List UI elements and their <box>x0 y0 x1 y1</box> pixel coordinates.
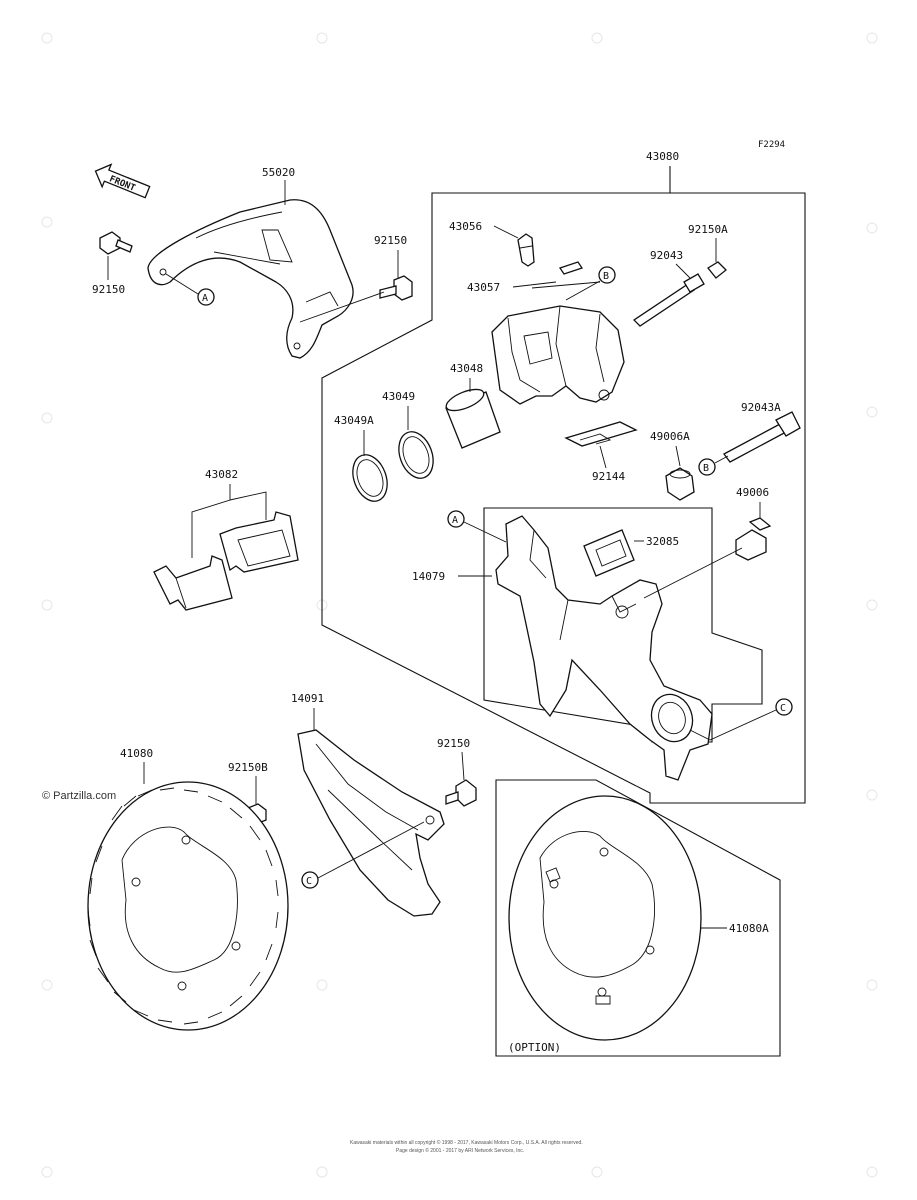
label-55020: 55020 <box>262 166 295 179</box>
callout-b-top: B <box>603 271 609 282</box>
brake-pad-rear <box>219 511 299 573</box>
disc-guard-14091 <box>297 729 445 917</box>
label-43080: 43080 <box>646 150 679 163</box>
spring-92144 <box>564 421 638 447</box>
label-92043: 92043 <box>650 249 683 262</box>
boot-49006 <box>735 517 772 561</box>
leader-callout-a-caliper <box>463 521 507 543</box>
brake-disc-41080 <box>87 781 289 1031</box>
label-43057: 43057 <box>467 281 500 294</box>
leader-43082-a <box>191 484 231 558</box>
leader-92043 <box>675 263 691 279</box>
leader-49006A <box>675 445 681 467</box>
pin-92043A <box>723 411 801 463</box>
label-92150-left: 92150 <box>92 283 125 296</box>
caliper-bracket-14079 <box>495 515 743 781</box>
copyright-line1: Kawasaki materials within all copyright … <box>350 1139 583 1146</box>
leader-43082-b <box>229 491 267 520</box>
label-43056: 43056 <box>449 220 482 233</box>
option-label: (OPTION) <box>508 1041 561 1054</box>
caliper-body <box>491 305 625 405</box>
brake-disc-41080A <box>508 795 702 1041</box>
label-41080: 41080 <box>120 747 153 760</box>
bolt-92150-left <box>99 231 133 255</box>
brake-pad-front <box>153 555 233 611</box>
cap-43057 <box>558 261 584 275</box>
callout-a-caliper: A <box>452 515 458 526</box>
leader-92150-lower <box>461 751 465 781</box>
label-92150-lower: 92150 <box>437 737 470 750</box>
callout-a-bracket: A <box>202 293 208 304</box>
copyright-line2: Page design © 2001 - 2017 by ARI Network… <box>396 1147 524 1154</box>
bolt-92150-lower <box>445 779 477 807</box>
plug-92150A <box>707 261 727 279</box>
label-43049A: 43049A <box>334 414 374 427</box>
callout-b-pin-circle <box>698 458 716 476</box>
watermark-brand: © Partzilla.com <box>42 790 116 802</box>
subassembly-frame-14079 <box>483 507 763 743</box>
leader-callout-b-pin <box>714 455 729 464</box>
label-43082: 43082 <box>205 468 238 481</box>
leader-43056 <box>493 225 519 239</box>
leader-callout-c-guard <box>317 821 425 879</box>
watermark-icon <box>41 32 878 1178</box>
boot-49006A <box>665 467 695 501</box>
label-32085: 32085 <box>646 535 679 548</box>
label-92144: 92144 <box>592 470 625 483</box>
leader-43057-b <box>531 281 601 289</box>
label-49006: 49006 <box>736 486 769 499</box>
label-92150B: 92150B <box>228 761 268 774</box>
callout-c-bracket: C <box>780 703 786 714</box>
label-92150A: 92150A <box>688 223 728 236</box>
plate-32085 <box>583 529 635 577</box>
figure-id: F2294 <box>758 140 785 150</box>
assembly-frame-43080 <box>321 192 806 804</box>
leader-bolt-line <box>299 291 385 323</box>
label-49006A: 49006A <box>650 430 690 443</box>
leader-callout-c-bracket <box>689 709 777 741</box>
leader-callout-b-top <box>565 280 601 301</box>
label-43048: 43048 <box>450 362 483 375</box>
label-92150-mid: 92150 <box>374 234 407 247</box>
watermark-layer <box>41 32 878 1178</box>
leader-43057 <box>512 281 557 288</box>
callout-c-guard: C <box>306 876 312 887</box>
piston-43048 <box>445 388 501 449</box>
caliper-guard-55020 <box>147 199 354 359</box>
seal-43049 <box>398 431 434 479</box>
bleeder-43056 <box>517 233 535 267</box>
callout-a-bracket-circle <box>197 288 215 306</box>
callout-c-bracket-circle <box>775 698 793 716</box>
callout-a-caliper-circle <box>447 510 465 528</box>
callout-b-top-circle <box>598 266 616 284</box>
label-41080A: 41080A <box>729 922 769 935</box>
front-arrow: FRONT <box>94 163 151 199</box>
label-43049: 43049 <box>382 390 415 403</box>
label-92043A: 92043A <box>741 401 781 414</box>
callout-b-pin: B <box>703 463 709 474</box>
seal-43049A <box>352 454 388 502</box>
bolt-92150-mid <box>379 275 413 301</box>
callout-c-guard-circle <box>301 871 319 889</box>
leader-callout-a-bracket <box>165 273 199 295</box>
label-14079: 14079 <box>412 570 445 583</box>
label-14091: 14091 <box>291 692 324 705</box>
pin-92043 <box>632 273 705 327</box>
leader-92144 <box>599 445 607 469</box>
option-frame <box>495 779 781 1057</box>
